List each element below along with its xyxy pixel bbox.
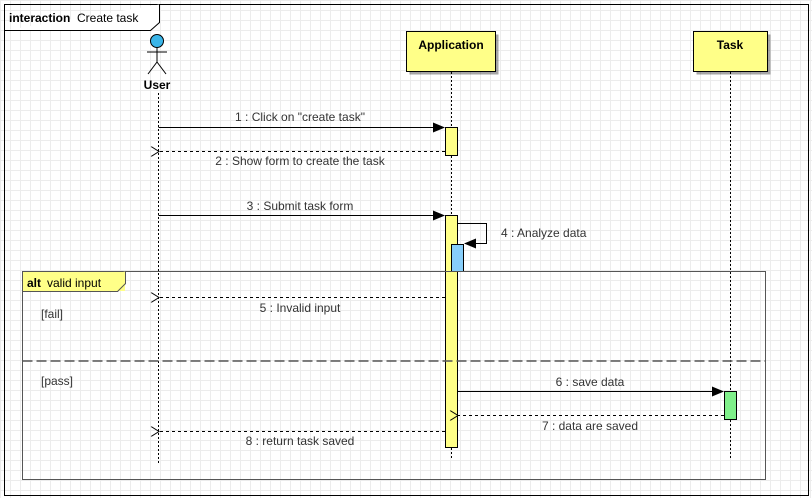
alt-condition: valid input — [47, 276, 102, 290]
alt-operator: alt — [27, 276, 41, 290]
message-6-label: 6 : save data — [556, 375, 625, 389]
message-3: 3 : Submit task form — [158, 199, 445, 221]
activation-application-1 — [445, 127, 458, 156]
message-1: 1 : Click on "create task" — [158, 110, 445, 133]
message-3-label: 3 : Submit task form — [247, 199, 354, 213]
frame-title: Create task — [77, 11, 139, 25]
alt-fragment: alt valid input [fail] [pass] — [22, 271, 766, 480]
message-5-label: 5 : Invalid input — [260, 301, 341, 315]
message-4-label: 4 : Analyze data — [501, 226, 587, 240]
message-5: 5 : Invalid input — [159, 298, 445, 315]
message-7-label: 7 : data are saved — [542, 419, 638, 433]
activation-application-2 — [445, 215, 458, 448]
interaction-frame: interaction Create task — [4, 4, 809, 496]
message-4: 4 : Analyze data — [457, 223, 587, 249]
message-1-label: 1 : Click on "create task" — [235, 110, 365, 124]
frame-keyword: interaction — [9, 11, 70, 25]
lifeline-user-label: User — [144, 78, 171, 92]
message-8: 8 : return task saved — [159, 432, 445, 448]
lifeline-task-label: Task — [717, 38, 744, 52]
message-6: 6 : save data — [457, 375, 724, 397]
message-2: 2 : Show form to create the task — [159, 152, 445, 168]
message-2-label: 2 : Show form to create the task — [215, 154, 385, 168]
message-7: 7 : data are saved — [458, 416, 724, 433]
actor-head — [150, 34, 164, 48]
alt-guard-pass: [pass] — [41, 374, 73, 388]
activation-self-analyze — [451, 244, 464, 272]
lifeline-task: Task — [693, 31, 771, 75]
lifeline-application: Application — [406, 31, 499, 75]
stick-figure-icon — [147, 34, 167, 75]
lifeline-application-label: Application — [418, 38, 483, 52]
activation-task — [724, 391, 737, 420]
alt-guard-fail: [fail] — [41, 307, 63, 321]
message-8-label: 8 : return task saved — [246, 434, 355, 448]
